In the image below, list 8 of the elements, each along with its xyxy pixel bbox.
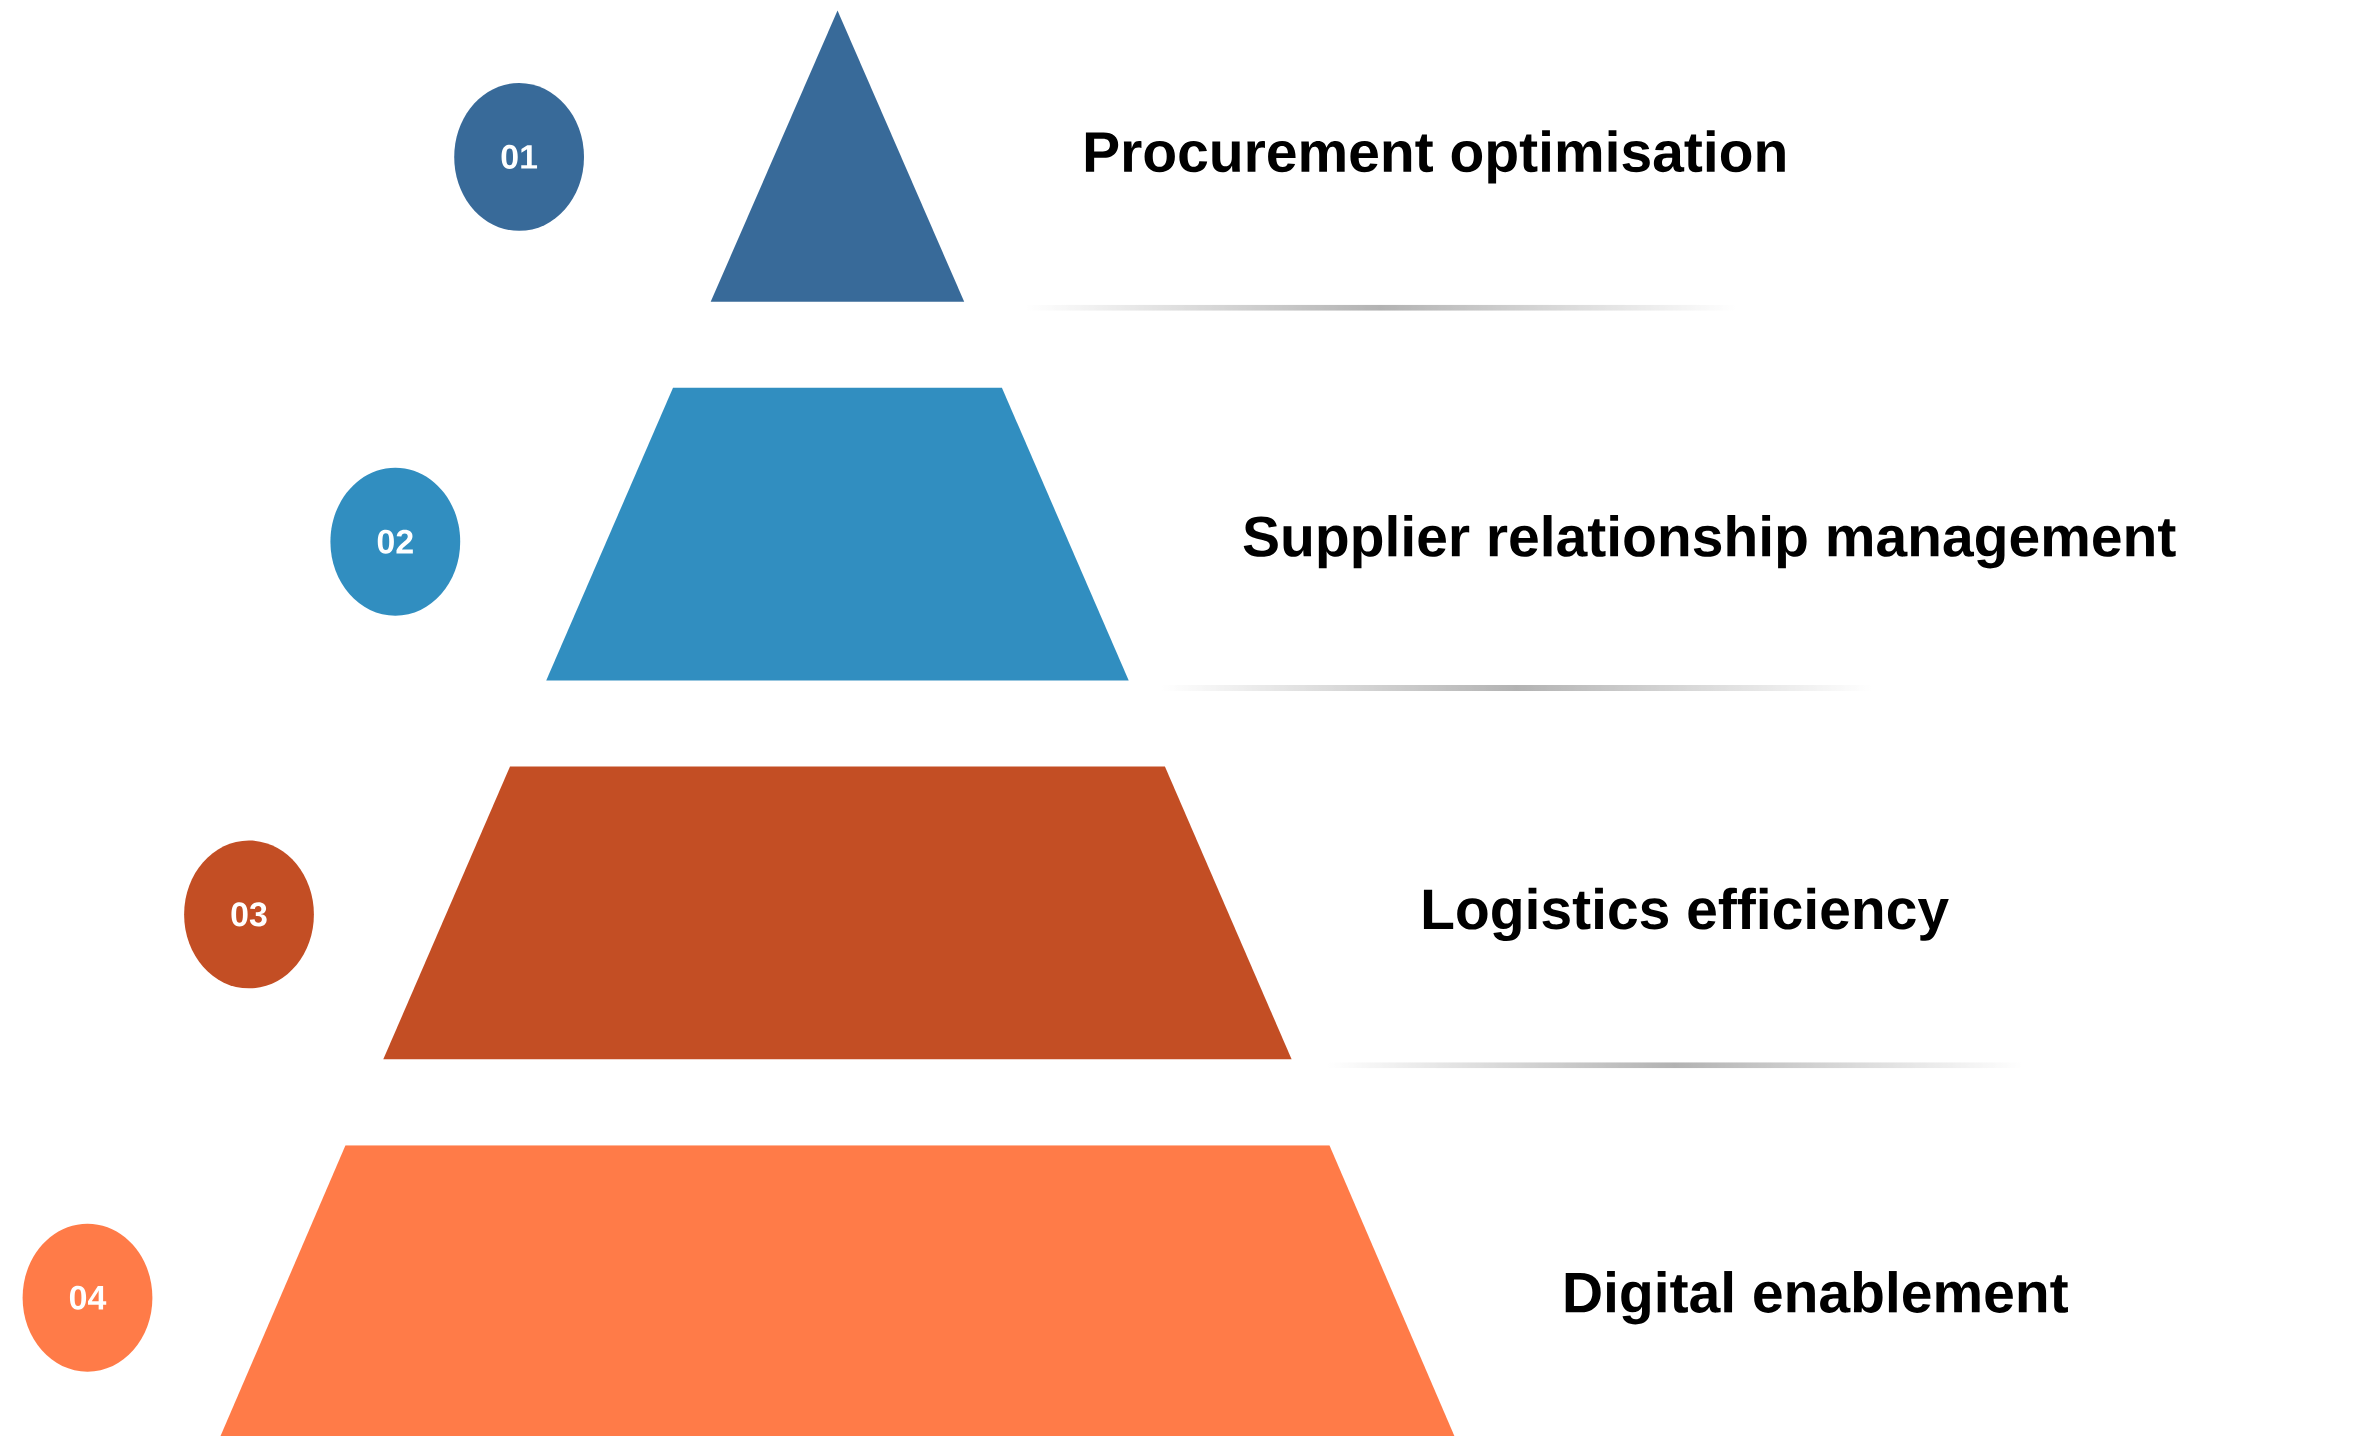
tier-label: Supplier relationship management [1243,515,2176,569]
tier-label: Digital enablement [1565,1271,2068,1325]
tier-label: Logistics efficiency [1423,887,1949,942]
pyramid-tier [710,10,965,302]
pyramid-tier [546,387,1129,681]
pyramid-tier [220,1145,1455,1436]
pyramid-tier [383,766,1292,1060]
tier-label: Procurement optimisation [1085,130,1785,184]
